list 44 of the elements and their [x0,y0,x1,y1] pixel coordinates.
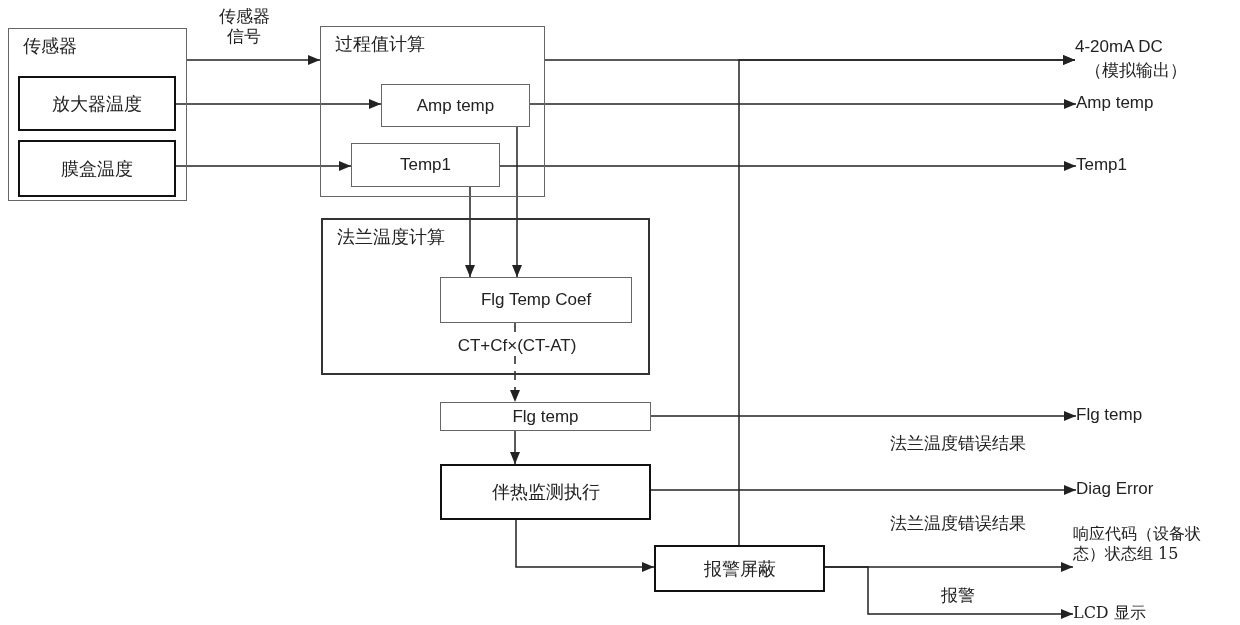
arrow [512,126,522,278]
group-title: 法兰温度计算 [337,226,445,249]
process-box [18,76,176,131]
process-box [320,26,545,197]
arrow [650,485,1077,495]
arrow [465,186,475,278]
group-title: 传感器 [23,35,77,58]
group-title: 过程值计算 [335,33,425,56]
arrow [175,99,382,109]
output-label: 响应代码（设备状态）状态组 15 [1073,524,1201,564]
group-box [321,218,650,375]
arrow [650,411,1077,421]
box-label: Flg Temp Coef [479,289,593,311]
arrow [510,430,520,465]
edge-label: 传感器信号 [216,6,272,47]
process-box [381,84,530,127]
process-box [351,143,500,187]
output-label: LCD 显示 [1073,603,1146,623]
process-box [654,545,825,592]
process-box [440,464,651,520]
process-box [440,402,651,431]
box-label: Flg temp [511,405,580,428]
arrow [515,519,655,572]
output-label: Temp1 [1076,154,1128,176]
output-label: Diag Error [1076,478,1154,500]
arrow [175,161,352,171]
arrow [529,99,1077,109]
box-label: Temp1 [399,154,452,176]
arrow [824,566,1074,619]
process-box [8,28,187,201]
box-label: 膜盒温度 [60,157,134,180]
box-label: 报警屏蔽 [702,557,777,580]
arrow [499,161,1077,171]
output-label: Amp temp [1076,92,1154,114]
output-note: （模拟输出） [1085,60,1187,82]
box-label: Amp temp [415,94,496,117]
output-label: 4-20mA DC [1075,36,1163,58]
output-label: Flg temp [1076,404,1143,426]
arrow [186,55,321,65]
process-box [18,140,176,197]
box-label: 放大器温度 [51,92,143,115]
box-label: 伴热监测执行 [490,480,601,504]
process-box [440,277,632,323]
arrow [738,55,1076,546]
